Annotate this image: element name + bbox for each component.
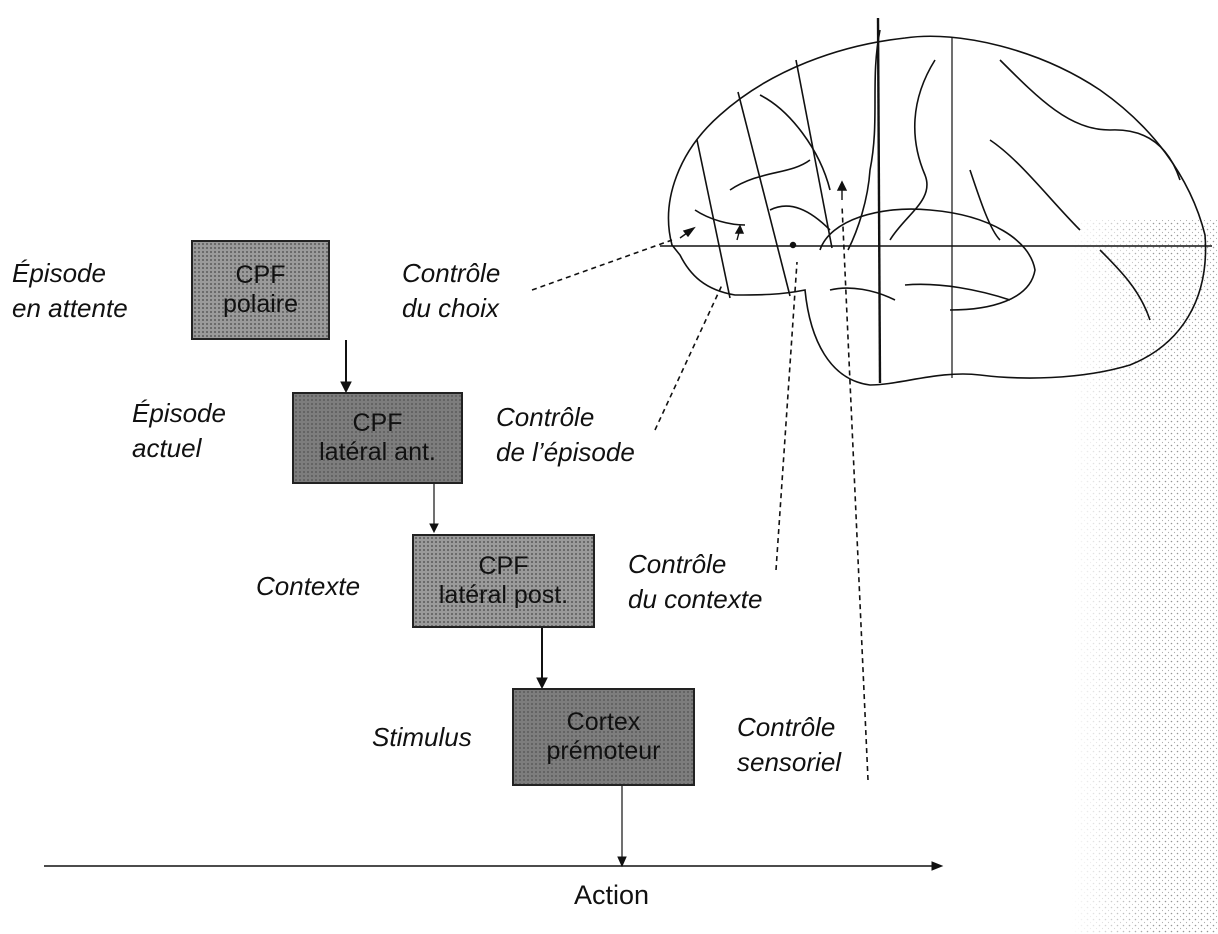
label-controle-du-choix-line2: du choix	[402, 293, 499, 323]
box-cpf-lateral-post-line1: CPF	[478, 552, 529, 580]
label-controle-de-l-episode-line2: de l’épisode	[496, 437, 635, 467]
box-cpf-lateral-post-line2: latéral post.	[438, 581, 569, 609]
axis-label-action: Action	[574, 880, 650, 910]
box-cortex-premoteur-line2: prémoteur	[546, 737, 661, 765]
label-controle-sensoriel: Contrôle sensoriel	[737, 710, 841, 780]
box-cpf-polaire-line2: polaire	[222, 290, 299, 318]
label-controle-sensoriel-line1: Contrôle	[737, 712, 836, 742]
brain-grid-lines	[660, 17, 1212, 384]
flow-arrows	[340, 340, 627, 868]
box-cpf-lateral-ant: CPF latéral ant.	[292, 392, 463, 484]
label-episode-actuel-line1: Épisode	[132, 398, 226, 428]
box-cpf-polaire-line1: CPF	[235, 261, 286, 289]
brain-target-markers	[679, 180, 848, 249]
label-controle-du-contexte-line2: du contexte	[628, 584, 763, 614]
box-cpf-polaire: CPF polaire	[191, 240, 330, 340]
label-controle-de-l-episode: Contrôle de l’épisode	[496, 400, 635, 470]
label-controle-du-choix: Contrôle du choix	[402, 256, 500, 326]
label-controle-sensoriel-line2: sensoriel	[737, 747, 842, 777]
box-cpf-lateral-ant-line1: CPF	[352, 409, 403, 437]
label-stimulus: Stimulus	[372, 722, 472, 752]
control-leader-lines	[531, 204, 869, 781]
brain-outline	[667, 29, 1207, 386]
label-controle-de-l-episode-line1: Contrôle	[496, 402, 595, 432]
box-cortex-premoteur-line1: Cortex	[566, 708, 641, 736]
label-controle-du-contexte-line1: Contrôle	[628, 549, 727, 579]
scan-shadow	[1070, 220, 1218, 934]
label-episode-actuel-line2: actuel	[132, 433, 202, 463]
label-episode-actuel: Épisode actuel	[132, 396, 226, 466]
box-cpf-lateral-post: CPF latéral post.	[412, 534, 595, 628]
label-episode-en-attente: Épisode en attente	[12, 256, 128, 326]
label-controle-du-choix-line1: Contrôle	[402, 258, 501, 288]
label-episode-en-attente-line2: en attente	[12, 293, 128, 323]
action-axis	[44, 861, 944, 871]
box-cpf-lateral-ant-line2: latéral ant.	[319, 438, 436, 466]
label-controle-du-contexte: Contrôle du contexte	[628, 547, 762, 617]
label-contexte: Contexte	[256, 571, 361, 601]
box-cortex-premoteur: Cortex prémoteur	[512, 688, 695, 786]
label-episode-en-attente-line1: Épisode	[12, 258, 106, 288]
